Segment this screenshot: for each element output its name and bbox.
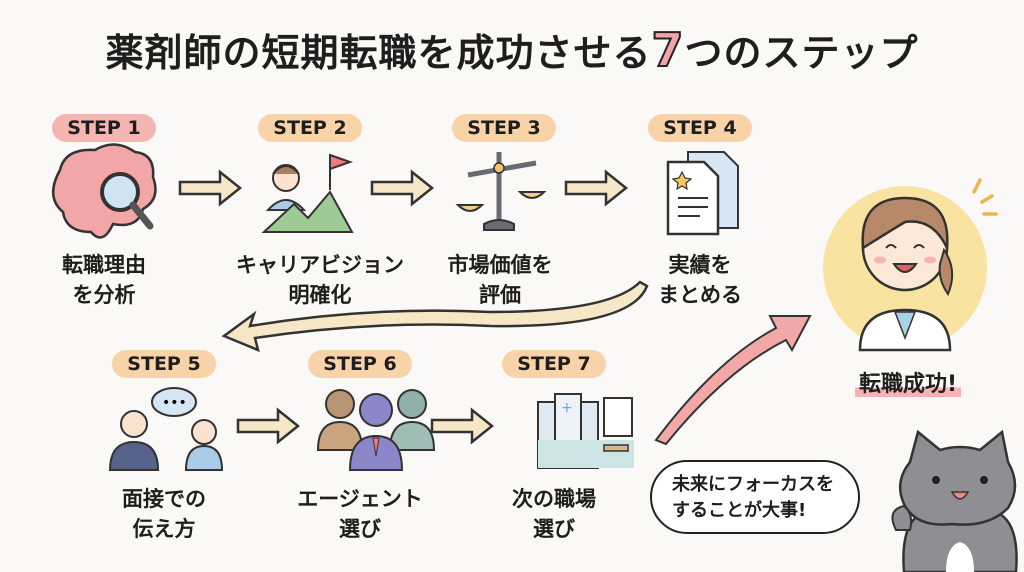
- svg-text:•••: •••: [162, 395, 187, 411]
- arrow-to-success: [654, 315, 812, 446]
- arrow-step6-to-step7: [430, 407, 495, 445]
- step-4-badge: STEP 4: [648, 114, 752, 142]
- balance-scale-icon: [455, 152, 547, 231]
- step-7-label: 次の職場選び: [512, 487, 596, 541]
- arrow-step4-to-step5: [221, 280, 649, 353]
- step-1-label: 転職理由を分析: [62, 253, 146, 307]
- page-title: 薬剤師の短期転職を成功させる7つのステップ: [105, 22, 919, 78]
- step-6-label: エージェント選び: [297, 487, 423, 541]
- step-5-label: 面接での伝え方: [122, 487, 206, 541]
- arrow-step1-to-step2: [178, 169, 243, 207]
- svg-text:+: +: [561, 400, 573, 416]
- cat-speech-bubble: 未来にフォーカスを することが大事!: [650, 460, 860, 534]
- brain-magnifier-icon: [52, 143, 157, 239]
- person-mountain-flag-icon: [261, 153, 354, 233]
- arrow-step5-to-step6: [236, 407, 301, 445]
- cat-mascot-icon: [891, 429, 1018, 572]
- step-1-badge: STEP 1: [52, 114, 156, 142]
- step-3-badge: STEP 3: [452, 114, 556, 142]
- step-3-label: 市場価値を評価: [447, 253, 553, 307]
- title-number: 7: [650, 22, 685, 78]
- step-4-label: 実績をまとめる: [658, 253, 742, 307]
- success-label: 転職成功!: [828, 366, 988, 398]
- hospital-workplace-icon: +: [537, 393, 634, 469]
- step-7-badge: STEP 7: [502, 350, 606, 378]
- agents-group-icon: [316, 389, 436, 471]
- interview-people-icon: •••: [108, 387, 224, 471]
- arrow-step2-to-step3: [370, 169, 435, 207]
- step-2-label: キャリアビジョン明確化: [236, 253, 404, 307]
- step-6-badge: STEP 6: [308, 350, 412, 378]
- document-star-icon: [666, 151, 739, 236]
- step-2-badge: STEP 2: [258, 114, 362, 142]
- arrow-step3-to-step4: [564, 169, 629, 207]
- happy-pharmacist-icon: [823, 178, 998, 352]
- step-5-badge: STEP 5: [112, 350, 216, 378]
